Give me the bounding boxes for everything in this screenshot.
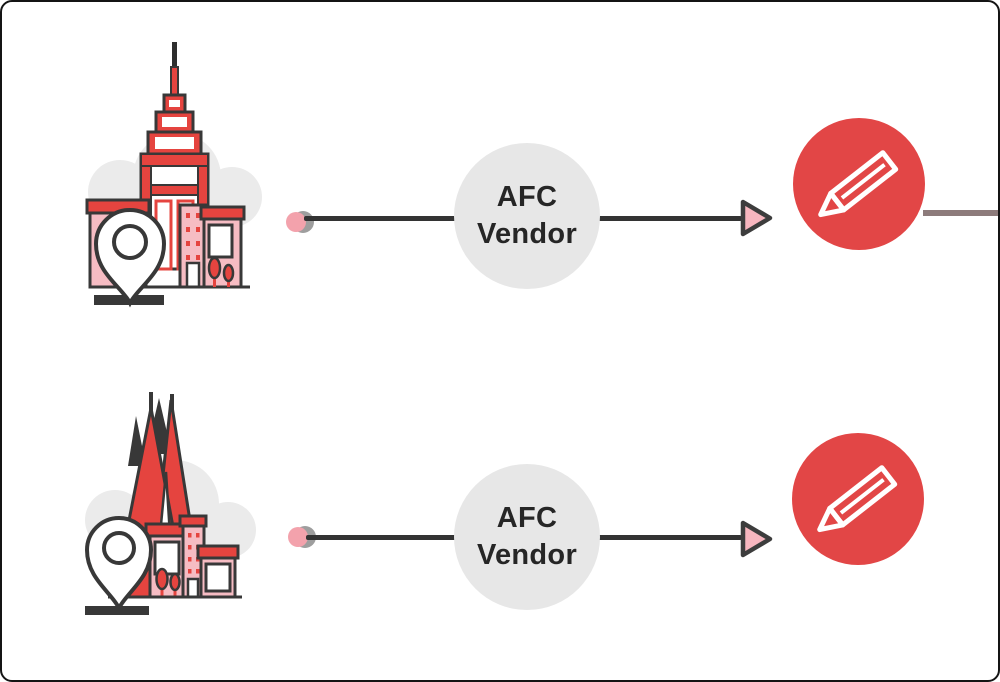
- vendor-label-line1: AFC: [496, 502, 558, 534]
- faint-trailing-line: [923, 210, 998, 216]
- tree-shapes: [155, 567, 181, 597]
- city-newyork-icon: [85, 42, 262, 308]
- left-building-shape: [144, 522, 190, 599]
- pencil-action-node: [792, 433, 924, 565]
- city-london-icon: [84, 392, 256, 615]
- afc-vendor-node: AFC Vendor: [454, 464, 600, 610]
- pencil-icon: [817, 465, 898, 533]
- ground-bar: [85, 606, 149, 615]
- vendor-label-line1: AFC: [496, 181, 558, 213]
- tree-shapes: [207, 256, 235, 287]
- afc-vendor-node: AFC Vendor: [454, 143, 600, 289]
- pencil-icon: [818, 150, 899, 218]
- right-building-shape: [199, 205, 246, 289]
- map-pin-icon: [84, 516, 154, 613]
- vendor-label-line2: Vendor: [476, 218, 578, 250]
- map-pin-icon: [93, 208, 167, 308]
- flow-start-dot: [288, 526, 316, 548]
- pencil-action-node: [793, 118, 925, 250]
- arrowhead-icon: [740, 520, 773, 558]
- right-building-shape: [196, 544, 240, 599]
- flow-start-dot: [286, 211, 314, 233]
- arrowhead-icon: [740, 199, 773, 237]
- vendor-label-line2: Vendor: [476, 539, 578, 571]
